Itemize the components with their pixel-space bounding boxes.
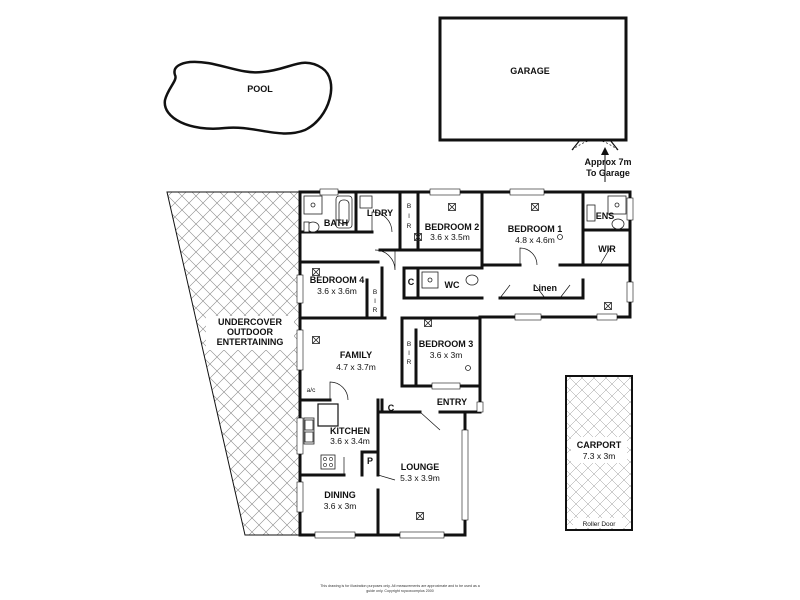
bedroom2-size: 3.6 x 3.5m xyxy=(430,232,470,242)
pool-label: POOL xyxy=(247,84,273,94)
bedroom2-label: BEDROOM 2 xyxy=(425,222,480,232)
bedroom3-size: 3.6 x 3m xyxy=(430,350,463,360)
ensuite-shower xyxy=(607,195,627,215)
family-size: 4.7 x 3.7m xyxy=(336,362,376,372)
aircon-label: a/c xyxy=(307,387,316,394)
kitchen-size: 3.6 x 3.4m xyxy=(330,436,370,446)
garage-distance-note: Approx 7m xyxy=(584,157,631,167)
toilet-bath xyxy=(303,221,320,233)
toilet-wc xyxy=(465,274,479,286)
bedroom1-label: BEDROOM 1 xyxy=(508,224,563,234)
undercover-label-2: OUTDOOR xyxy=(227,327,273,337)
bir-r-bed3: R xyxy=(407,359,412,366)
carport-label-bg xyxy=(571,437,627,463)
bir-r-bed4: R xyxy=(373,307,378,314)
roller-door-label: Roller Door xyxy=(583,521,617,528)
door-swings xyxy=(329,211,611,481)
lounge-label: LOUNGE xyxy=(401,462,440,472)
pool-outline xyxy=(163,60,333,135)
laundry-label: L'DRY xyxy=(367,208,393,218)
bedroom1-size: 4.8 x 4.6m xyxy=(515,235,555,245)
bir-b-bed3: B xyxy=(407,341,411,348)
family-label: FAMILY xyxy=(340,350,372,360)
ensuite-vanity xyxy=(586,204,596,222)
ceiling-light-icons xyxy=(312,203,612,520)
disclaimer-line-1: This drawing is for illustration purpose… xyxy=(320,584,480,588)
kitchen-bench xyxy=(317,403,339,427)
kitchen-sink xyxy=(303,417,315,445)
cooktop xyxy=(320,454,336,470)
shower xyxy=(303,195,323,215)
wc-shower xyxy=(421,271,439,289)
undercover-label: UNDERCOVER xyxy=(218,317,283,327)
wir-label: WIR xyxy=(598,244,616,254)
cupboard-label-entry: C xyxy=(388,403,395,413)
bir-i-bed2: I xyxy=(408,213,410,220)
linen-label: Linen xyxy=(533,283,557,293)
bathtub xyxy=(335,195,353,229)
cupboard-label-wc: C xyxy=(408,277,415,287)
bir-i-bed4: I xyxy=(374,298,376,305)
bir-b-bed2: B xyxy=(407,203,411,210)
entry-label: ENTRY xyxy=(437,397,467,407)
lounge-size: 5.3 x 3.9m xyxy=(400,473,440,483)
pantry-label: P xyxy=(367,456,373,466)
carport-size: 7.3 x 3m xyxy=(583,451,616,461)
toilet-ensuite xyxy=(611,218,625,230)
dining-label: DINING xyxy=(324,490,356,500)
bir-b-bed4: B xyxy=(373,289,377,296)
bir-i-bed3: I xyxy=(408,350,410,357)
ensuite-label: ENS xyxy=(596,211,615,221)
to-garage-arrow xyxy=(601,147,609,182)
bath-label: BATH xyxy=(324,218,348,228)
carport-label: CARPORT xyxy=(577,440,622,450)
bir-r-bed2: R xyxy=(407,223,412,230)
roller-door-bg xyxy=(573,518,625,528)
garage-label: GARAGE xyxy=(510,66,550,76)
undercover-area xyxy=(166,191,301,536)
undercover-label-3: ENTERTAINING xyxy=(217,337,284,347)
bedroom4-label: BEDROOM 4 xyxy=(310,275,365,285)
bedroom4-size: 3.6 x 3.6m xyxy=(317,286,357,296)
garage-distance-note-2: To Garage xyxy=(586,168,630,178)
wc-label: WC xyxy=(445,280,460,290)
garage-door-swing xyxy=(571,139,619,151)
bedroom3-label: BEDROOM 3 xyxy=(419,339,474,349)
kitchen-label: KITCHEN xyxy=(330,426,370,436)
windows xyxy=(296,188,634,539)
dining-size: 3.6 x 3m xyxy=(324,501,357,511)
garage-outline xyxy=(438,16,628,142)
undercover-label-bg xyxy=(206,316,294,350)
laundry-tub xyxy=(359,195,373,209)
disclaimer-line-2: guide only. Copyright roycoxcomplus 2000 xyxy=(366,589,433,593)
